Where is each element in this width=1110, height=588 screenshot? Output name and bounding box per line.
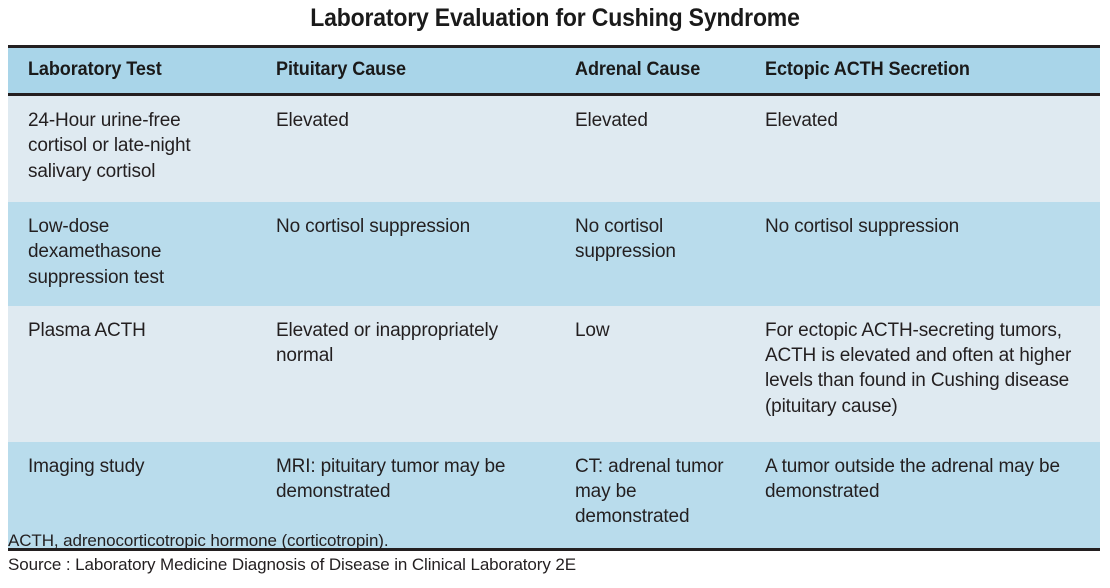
footnote-abbreviation: ACTH, adrenocorticotropic hormone (corti… bbox=[8, 531, 389, 550]
cell-text: Imaging study bbox=[28, 455, 145, 477]
table-header: Laboratory Test Pituitary Cause Adrenal … bbox=[8, 45, 1100, 96]
cell-text: No cortisol suppression bbox=[575, 216, 676, 263]
column-header-adrenal-cause: Adrenal Cause bbox=[555, 45, 745, 96]
footnotes: ACTH, adrenocorticotropic hormone (corti… bbox=[8, 529, 1100, 577]
table-row: Imaging study MRI: pituitary tumor may b… bbox=[8, 441, 1100, 551]
column-header-label: Pituitary Cause bbox=[276, 59, 406, 80]
cell-text: For ectopic ACTH-secreting tumors, ACTH … bbox=[765, 319, 1072, 417]
table: Laboratory Test Pituitary Cause Adrenal … bbox=[8, 45, 1100, 551]
cell-pituitary-cause: MRI: pituitary tumor may be demonstrated bbox=[256, 441, 555, 551]
cell-adrenal-cause: Elevated bbox=[555, 95, 745, 203]
column-header-laboratory-test: Laboratory Test bbox=[8, 45, 256, 96]
cell-text: Plasma ACTH bbox=[28, 319, 146, 341]
cell-text: Elevated bbox=[765, 110, 838, 131]
cell-text: Elevated bbox=[276, 110, 349, 131]
cell-text: Low bbox=[575, 319, 610, 341]
cell-pituitary-cause: Elevated or inappropriately normal bbox=[256, 306, 555, 442]
cell-text: No cortisol suppression bbox=[276, 216, 471, 237]
table-body: 24-Hour urine-free cortisol or late-nigh… bbox=[8, 94, 1100, 551]
cell-text: 24-Hour urine-free cortisol or late-nigh… bbox=[28, 110, 191, 182]
cell-ectopic-acth-secretion: A tumor outside the adrenal may be demon… bbox=[745, 441, 1100, 551]
cell-text: Low-dose dexamethasone suppression test bbox=[28, 216, 164, 288]
cell-text: CT: adrenal tumor may be demonstrated bbox=[575, 455, 724, 528]
page-title: Laboratory Evaluation for Cushing Syndro… bbox=[310, 4, 800, 32]
footnote-source: Source : Laboratory Medicine Diagnosis o… bbox=[8, 555, 576, 575]
table-row: 24-Hour urine-free cortisol or late-nigh… bbox=[8, 94, 1100, 203]
column-header-label: Adrenal Cause bbox=[575, 59, 701, 80]
cell-text: MRI: pituitary tumor may be demonstrated bbox=[276, 455, 506, 503]
cell-text: No cortisol suppression bbox=[765, 216, 960, 237]
cell-text: Elevated bbox=[575, 110, 648, 131]
column-header-ectopic-acth-secretion: Ectopic ACTH Secretion bbox=[745, 45, 1100, 96]
column-header-label: Ectopic ACTH Secretion bbox=[765, 59, 970, 80]
cell-laboratory-test: 24-Hour urine-free cortisol or late-nigh… bbox=[8, 95, 256, 203]
cell-laboratory-test: Imaging study bbox=[8, 441, 256, 551]
table-row: Plasma ACTH Elevated or inappropriately … bbox=[8, 305, 1100, 442]
table-header-row: Laboratory Test Pituitary Cause Adrenal … bbox=[8, 45, 1100, 96]
cell-laboratory-test: Plasma ACTH bbox=[8, 306, 256, 442]
cell-text: Elevated or inappropriately normal bbox=[276, 319, 498, 367]
cell-adrenal-cause: Low bbox=[555, 306, 745, 442]
cell-text: A tumor outside the adrenal may be demon… bbox=[765, 455, 1060, 503]
cell-ectopic-acth-secretion: For ectopic ACTH-secreting tumors, ACTH … bbox=[745, 306, 1100, 442]
cell-adrenal-cause: CT: adrenal tumor may be demonstrated bbox=[555, 441, 745, 551]
column-header-label: Laboratory Test bbox=[28, 59, 162, 80]
cell-pituitary-cause: No cortisol suppression bbox=[256, 202, 555, 306]
laboratory-evaluation-table: Laboratory Test Pituitary Cause Adrenal … bbox=[8, 45, 1100, 551]
cell-pituitary-cause: Elevated bbox=[256, 95, 555, 203]
column-header-pituitary-cause: Pituitary Cause bbox=[256, 45, 555, 96]
cell-adrenal-cause: No cortisol suppression bbox=[555, 202, 745, 306]
cell-laboratory-test: Low-dose dexamethasone suppression test bbox=[8, 202, 256, 306]
cell-ectopic-acth-secretion: Elevated bbox=[745, 95, 1100, 203]
cell-ectopic-acth-secretion: No cortisol suppression bbox=[745, 202, 1100, 306]
table-row: Low-dose dexamethasone suppression test … bbox=[8, 202, 1100, 306]
